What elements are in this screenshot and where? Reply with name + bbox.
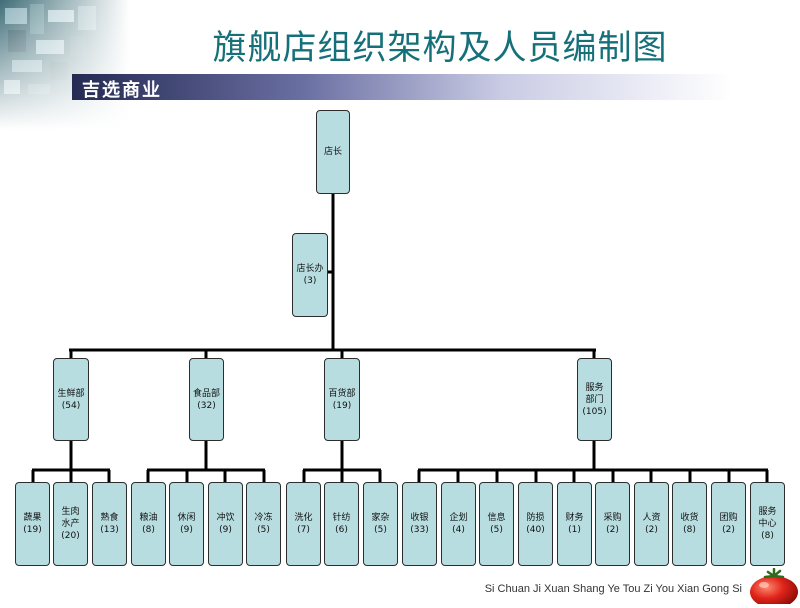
node-unit: 蔬果 (19)	[15, 482, 50, 566]
brand-name: 吉选商业	[82, 80, 162, 101]
node-unit: 冷冻 (5)	[246, 482, 281, 566]
node-dept-fresh: 生鲜部 (54)	[53, 358, 89, 441]
node-unit: 洗化 (7)	[286, 482, 321, 566]
node-manager-office: 店长办 (3)	[292, 233, 328, 317]
page-title: 旗舰店组织架构及人员编制图	[212, 28, 668, 68]
node-unit: 针纺 (6)	[324, 482, 359, 566]
node-unit: 生肉 水产 (20)	[53, 482, 88, 566]
node-unit: 家杂 (5)	[363, 482, 398, 566]
node-unit: 收货 (8)	[672, 482, 707, 566]
node-unit: 收银 (33)	[402, 482, 437, 566]
node-unit: 采购 (2)	[595, 482, 630, 566]
node-unit: 信息 (5)	[479, 482, 514, 566]
node-unit: 财务 (1)	[557, 482, 592, 566]
company-footer: Si Chuan Ji Xuan Shang Ye Tou Zi You Xia…	[484, 583, 742, 595]
node-unit: 企划 (4)	[441, 482, 476, 566]
node-unit: 防损 (40)	[518, 482, 553, 566]
node-dept-food: 食品部 (32)	[189, 358, 224, 441]
node-dept-general: 百货部 (19)	[324, 358, 360, 441]
tomato-icon	[748, 567, 800, 608]
node-unit: 休闲 (9)	[169, 482, 204, 566]
brand-bar	[72, 74, 732, 100]
node-unit: 服务 中心 (8)	[750, 482, 785, 566]
node-unit: 熟食 (13)	[92, 482, 127, 566]
node-unit: 团购 (2)	[711, 482, 746, 566]
node-unit: 粮油 (8)	[131, 482, 166, 566]
corner-city-photo	[0, 0, 130, 130]
node-dept-service: 服务 部门 (105)	[577, 358, 612, 441]
node-store-manager: 店长	[316, 110, 350, 194]
node-unit: 冲饮 (9)	[208, 482, 243, 566]
node-unit: 人资 (2)	[634, 482, 669, 566]
